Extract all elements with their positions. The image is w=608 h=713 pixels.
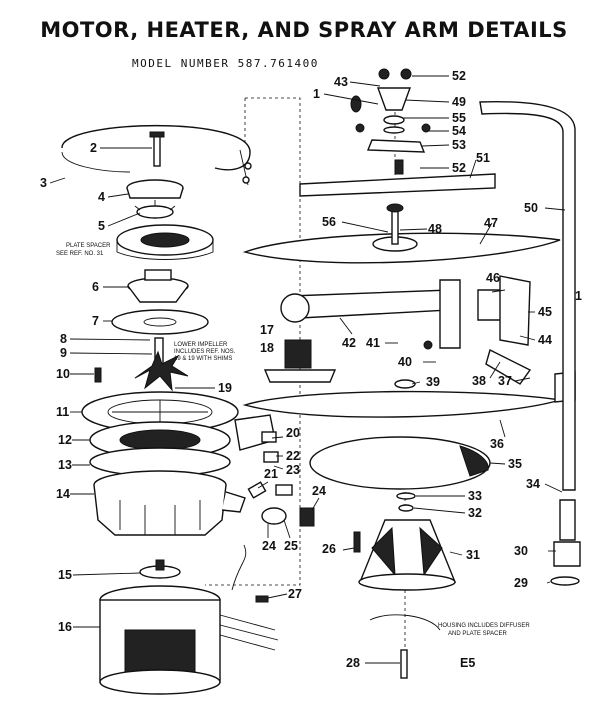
- note-lower-impeller-line-3: 19 & 19 WITH SHIMS: [174, 356, 232, 362]
- callout-23: 23: [286, 463, 300, 477]
- callout-52-bottom: 52: [452, 161, 466, 175]
- motor-mount-14: [93, 470, 246, 536]
- callout-2: 2: [90, 141, 97, 155]
- callout-50: 50: [524, 201, 538, 215]
- callout-55: 55: [452, 111, 466, 125]
- leader-lines: [49, 75, 566, 664]
- callout-54: 54: [452, 124, 466, 138]
- callout-4: 4: [98, 190, 105, 204]
- callout-35: 35: [508, 457, 522, 471]
- callout-6: 6: [92, 280, 99, 294]
- filter-cap: [126, 179, 184, 199]
- callout-19: 19: [218, 381, 232, 395]
- callout-14: 14: [56, 487, 70, 501]
- pump-cover-6: [127, 269, 189, 303]
- model-number: MODEL NUMBER 587.761400: [132, 57, 319, 70]
- motor-16: [99, 544, 279, 695]
- gear-5: [134, 200, 176, 219]
- callout-7: 7: [92, 314, 99, 328]
- callout-28: 28: [346, 656, 360, 670]
- callout-32: 32: [468, 506, 482, 520]
- motor-coupling-15: [139, 559, 181, 579]
- clip-parts-20-25: [247, 431, 315, 527]
- callout-16: 16: [58, 620, 72, 634]
- screw-26-28: [353, 531, 408, 679]
- note-housing-line-2: AND PLATE SPACER: [448, 631, 507, 637]
- callout-48: 48: [428, 222, 442, 236]
- callout-36: 36: [490, 437, 504, 451]
- callout-41: 41: [366, 336, 380, 350]
- note-lower-impeller-line-1: LOWER IMPELLER: [174, 342, 228, 348]
- plate-spacer: [116, 224, 214, 260]
- upper-nozzle-group: [350, 68, 431, 153]
- callout-51: 51: [476, 151, 490, 165]
- callout-24-a: 24: [312, 484, 326, 498]
- bracket-45-46: [477, 275, 531, 346]
- callout-53: 53: [452, 138, 466, 152]
- page-code: E5: [460, 656, 475, 670]
- callout-12: 12: [58, 433, 72, 447]
- callout-34: 34: [526, 477, 540, 491]
- screw-2: [149, 131, 165, 167]
- callout-18: 18: [260, 341, 274, 355]
- callout-20: 20: [286, 426, 300, 440]
- callout-26: 26: [322, 542, 336, 556]
- callout-47: 47: [484, 216, 498, 230]
- callout-1-right: 1: [575, 289, 582, 303]
- callout-39: 39: [426, 375, 440, 389]
- impeller-9: [134, 337, 189, 392]
- callout-9: 9: [60, 346, 67, 360]
- note-plate-spacer-line-1: PLATE SPACER: [66, 243, 111, 249]
- diffuser-housing-31: [358, 519, 457, 631]
- callout-46: 46: [486, 271, 500, 285]
- callout-30: 30: [514, 544, 528, 558]
- screw-10: [94, 367, 102, 383]
- note-housing-line-1: HOUSING INCLUDES DIFFUSER: [438, 623, 530, 629]
- callout-37: 37: [498, 374, 512, 388]
- callout-33: 33: [468, 489, 482, 503]
- callout-44: 44: [538, 333, 552, 347]
- note-plate-spacer-line-2: SEE REF. NO. 31: [56, 251, 104, 257]
- callout-38: 38: [472, 374, 486, 388]
- callout-24-b: 24: [262, 539, 276, 553]
- diagram-title: MOTOR, HEATER, AND SPRAY ARM DETAILS: [40, 18, 568, 42]
- lower-spray-arm-36: [242, 379, 561, 418]
- callout-29: 29: [514, 576, 528, 590]
- callout-17: 17: [260, 323, 274, 337]
- middle-spray-arm-47: [242, 203, 561, 264]
- callout-49: 49: [452, 95, 466, 109]
- note-lower-impeller-line-2: INCLUDES REF. NOS.: [174, 349, 236, 355]
- callout-21: 21: [264, 467, 278, 481]
- callout-43: 43: [334, 75, 348, 89]
- callout-40: 40: [398, 355, 412, 369]
- washers-32-33: [396, 492, 416, 512]
- callout-45: 45: [538, 305, 552, 319]
- callout-5: 5: [98, 219, 105, 233]
- supply-tube-50-34: [479, 101, 581, 586]
- callout-8: 8: [60, 332, 67, 346]
- diagram-notes: PLATE SPACER SEE REF. NO. 31 LOWER IMPEL…: [56, 243, 530, 670]
- callout-25: 25: [284, 539, 298, 553]
- screw-27: [255, 595, 269, 603]
- callout-56: 56: [322, 215, 336, 229]
- callout-13: 13: [58, 458, 72, 472]
- seal-12-13: [89, 414, 276, 477]
- callout-22: 22: [286, 449, 300, 463]
- supply-pipe-42: [280, 279, 461, 350]
- callout-52-top: 52: [452, 69, 466, 83]
- callout-31: 31: [466, 548, 480, 562]
- callout-10: 10: [56, 367, 70, 381]
- callout-27: 27: [288, 587, 302, 601]
- callout-3: 3: [40, 176, 47, 190]
- callout-11: 11: [56, 405, 69, 419]
- gasket-7: [111, 309, 209, 335]
- callout-15: 15: [58, 568, 72, 582]
- callout-numbers: 1 1 2 3 4 5 6 7 8 9 10 11 12 13 14 15 16…: [40, 69, 582, 670]
- filter-screen-35: [309, 436, 491, 490]
- callout-42: 42: [342, 336, 356, 350]
- bearing-17-18: [263, 339, 337, 383]
- upper-spray-arm-51: [299, 159, 496, 197]
- callout-1-left: 1: [313, 87, 320, 101]
